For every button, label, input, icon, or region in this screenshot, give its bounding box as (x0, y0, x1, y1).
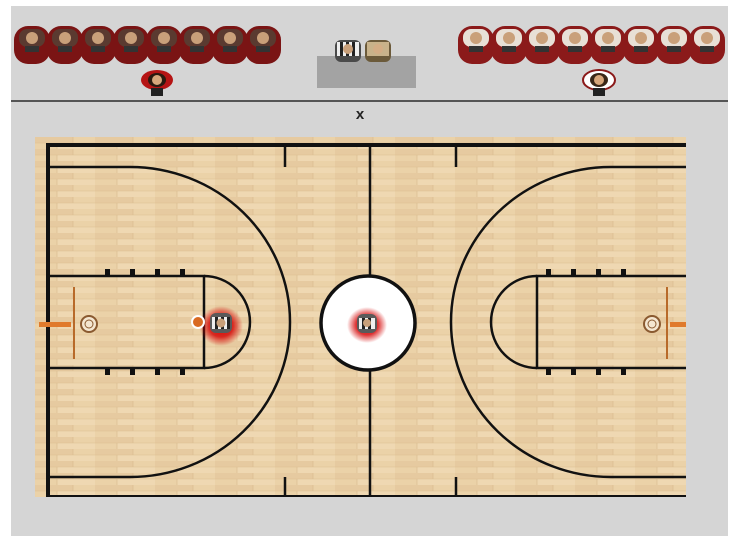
bench-area (11, 6, 728, 100)
basketball-court[interactable] (35, 137, 686, 497)
court-svg[interactable] (35, 137, 686, 497)
right-team-coach (579, 64, 619, 98)
referees-icon (331, 32, 395, 66)
basketball-icon (192, 316, 204, 328)
right-team-bench (457, 24, 727, 68)
bench-divider (11, 100, 728, 102)
player-center-circle[interactable] (347, 307, 387, 343)
left-team-bench (13, 24, 285, 68)
center-marker-label: x (345, 106, 375, 123)
bench-seat (244, 24, 282, 66)
bench-seat (688, 24, 726, 66)
left-team-coach (137, 64, 177, 98)
